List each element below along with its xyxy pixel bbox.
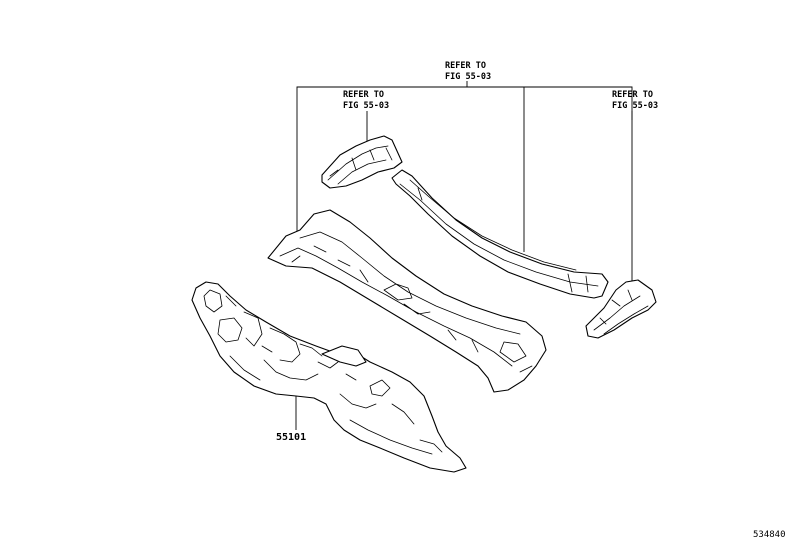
callout-line1: REFER TO (343, 90, 384, 100)
cowl-side-bracket-left[interactable] (321, 135, 403, 189)
cowl-side-bracket-right[interactable] (585, 279, 657, 339)
callout-line2: FIG 55-03 (445, 72, 491, 82)
callout-line2: FIG 55-03 (343, 101, 389, 111)
callout-line2: FIG 55-03 (612, 101, 658, 111)
callout-line1: REFER TO (612, 90, 653, 100)
figure-id: 534840 (753, 530, 786, 540)
part-number-55101[interactable]: 55101 (276, 432, 306, 443)
callout-top-center[interactable]: REFER TO FIG 55-03 (445, 61, 491, 82)
leader-lines (295, 81, 633, 430)
leader-bracket-top (296, 86, 633, 282)
callout-line1: REFER TO (445, 61, 486, 71)
dash-panel[interactable] (191, 281, 467, 473)
cowl-top-panel[interactable] (391, 169, 609, 299)
callout-right[interactable]: REFER TO FIG 55-03 (612, 90, 658, 111)
cowl-inner-panel[interactable] (267, 209, 547, 393)
callout-upper-left[interactable]: REFER TO FIG 55-03 (343, 90, 389, 111)
